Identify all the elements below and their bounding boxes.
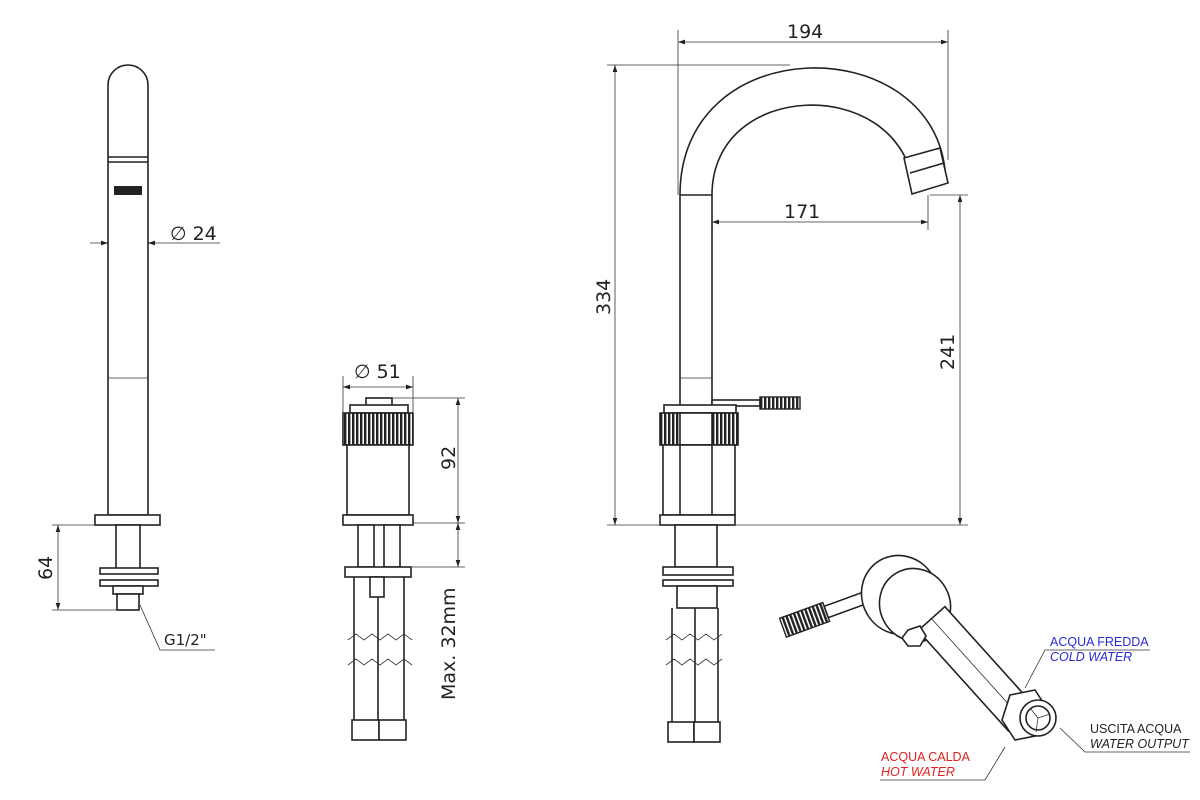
isometric-underside-view [778, 554, 1190, 781]
label-hot-it: ACQUA CALDA [881, 750, 971, 764]
label-output-en: WATER OUTPUT [1090, 737, 1190, 751]
label-hot-en: HOT WATER [881, 765, 955, 779]
dim-spout-diameter: ∅ 24 [170, 223, 217, 245]
dim-shank-length: 64 [35, 556, 57, 580]
dim-max-thickness: Max. 32mm [438, 587, 460, 700]
dim-thread: G1/2" [164, 631, 207, 649]
spout-side-view [52, 64, 220, 651]
dim-body-diameter: ∅ 51 [354, 361, 401, 383]
faucet-front-view [607, 30, 968, 743]
dim-spout-height: 241 [937, 334, 959, 370]
dim-total-height: 334 [593, 279, 615, 315]
dim-body-height: 92 [438, 446, 460, 470]
label-cold-it: ACQUA FREDDA [1050, 635, 1149, 649]
mixer-body-view [342, 376, 465, 741]
dim-spout-width: 194 [787, 21, 823, 43]
label-output-it: USCITA ACQUA [1090, 722, 1182, 736]
label-cold-en: COLD WATER [1050, 650, 1132, 664]
dim-spout-reach: 171 [784, 201, 820, 223]
